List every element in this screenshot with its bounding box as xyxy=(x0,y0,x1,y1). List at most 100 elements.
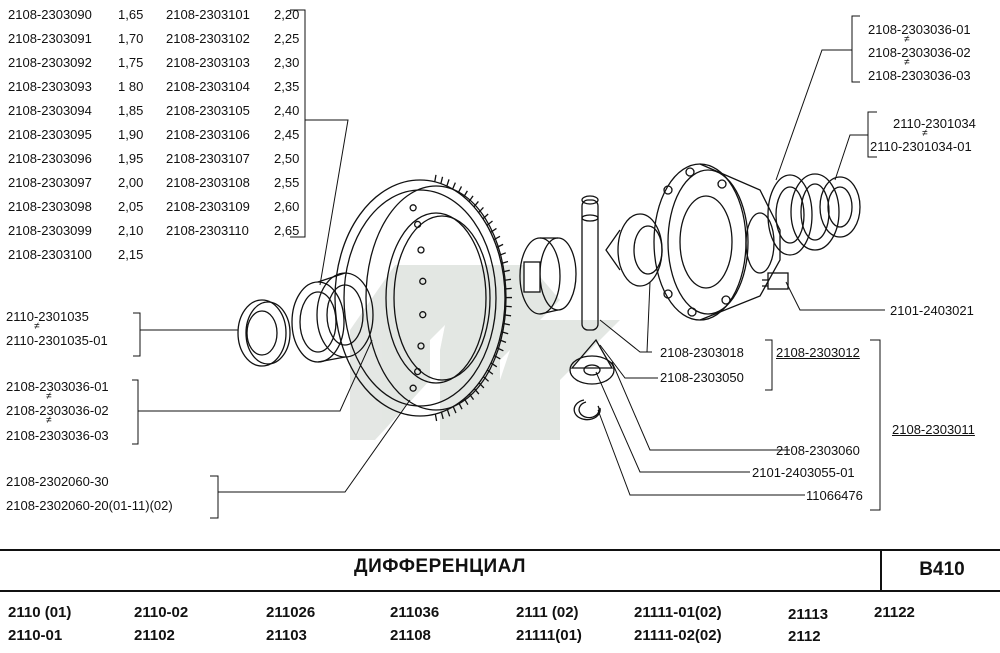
satellite-gear-lower xyxy=(569,338,615,385)
gear-tooth xyxy=(452,406,457,414)
side-gear-left xyxy=(519,237,577,315)
vehicle-model: 211026 xyxy=(266,604,316,621)
gear-tooth xyxy=(502,269,510,273)
gear-tooth xyxy=(440,176,444,184)
axle-gear-label: 2108-2303050 xyxy=(660,370,744,385)
shim-part-number: 2108-2303100 xyxy=(8,247,92,262)
vehicle-model: 211036 xyxy=(390,604,440,621)
shim-part-number: 2108-2303109 xyxy=(166,199,250,214)
vehicle-model: 2112 xyxy=(788,628,821,645)
shim-thickness: 2,15 xyxy=(118,247,144,262)
bolt-label: 2101-2403021 xyxy=(890,303,974,318)
shim-part-number: 2108-2303105 xyxy=(166,103,250,118)
right-bearing-label-1: 2108-2303036-01 xyxy=(868,22,971,37)
gear-tooth xyxy=(434,174,437,182)
footer-top-rule xyxy=(0,549,1000,551)
shim-thickness: 1 80 xyxy=(118,79,144,94)
neq-symbol: ≠ xyxy=(904,34,910,45)
shim-part-number: 2108-2303094 xyxy=(8,103,92,118)
vehicle-model: 21113 xyxy=(788,606,829,623)
gear-bolt-hole xyxy=(419,311,427,319)
neq-symbol: ≠ xyxy=(46,391,52,402)
gear-tooth xyxy=(463,190,468,198)
shim-thickness: 1,75 xyxy=(118,55,144,70)
right-seal-label-2: 2110-2301034-01 xyxy=(870,139,972,154)
gear-tooth xyxy=(473,200,479,208)
vehicle-model: 21111(01) xyxy=(516,627,582,644)
left-oil-seal xyxy=(237,299,291,367)
gear-tooth xyxy=(482,376,490,382)
gear-tooth xyxy=(490,227,497,233)
shim-part-number: 2108-2303108 xyxy=(166,175,250,190)
gear-bolt-hole xyxy=(413,367,422,376)
washer-label: 2101-2403055-01 xyxy=(752,465,855,480)
gear-tooth xyxy=(457,186,463,193)
right-bearing xyxy=(767,173,840,256)
gear-tooth xyxy=(502,322,510,326)
gear-label-1: 2108-2302060-30 xyxy=(6,474,109,489)
shim-thickness: 1,90 xyxy=(118,127,144,142)
leader-lines xyxy=(132,9,885,519)
gear-tooth xyxy=(501,331,509,335)
right-bearing-label-2: 2108-2303036-02 xyxy=(868,45,971,60)
right-oil-seal xyxy=(819,176,861,238)
vehicle-model: 2110 (01) xyxy=(8,604,72,621)
shim-part-number: 2108-2303099 xyxy=(8,223,92,238)
axle-label: 2108-2303018 xyxy=(660,345,744,360)
gear-tooth xyxy=(452,182,456,190)
left-bearing-label-1: 2108-2303036-01 xyxy=(6,379,109,394)
gear-bolt-hole xyxy=(417,342,425,350)
gear-tooth xyxy=(458,402,463,410)
gear-tooth xyxy=(496,347,504,352)
gear-tooth xyxy=(463,398,469,406)
shim-part-number: 2108-2303091 xyxy=(8,31,92,46)
shim-thickness: 2,65 xyxy=(274,223,300,238)
gear-tooth xyxy=(504,314,512,317)
vehicle-model: 21111-01(02) xyxy=(634,604,722,621)
shim-part-number: 2108-2303096 xyxy=(8,151,92,166)
left-seal-label-2: 2110-2301035-01 xyxy=(6,333,108,348)
gear-bolt-hole xyxy=(419,277,427,285)
satellite-gear-upper xyxy=(605,213,663,287)
shim-thickness: 1,70 xyxy=(118,31,144,46)
shim-part-number: 2108-2303106 xyxy=(166,127,250,142)
gear-tooth xyxy=(499,252,507,256)
vehicle-model: 21103 xyxy=(266,627,307,644)
footer-bottom-rule xyxy=(0,590,1000,592)
shim-thickness: 2,05 xyxy=(118,199,144,214)
gear-bolt-hole xyxy=(417,246,425,254)
gear-tooth xyxy=(440,412,444,420)
shim-part-number: 2108-2303098 xyxy=(8,199,92,214)
shim-part-number: 2108-2303097 xyxy=(8,175,92,190)
shim-part-number: 2108-2303090 xyxy=(8,7,92,22)
right-seal-label-1: 2110-2301034 xyxy=(893,116,976,131)
bolt xyxy=(762,272,789,290)
neq-symbol: ≠ xyxy=(922,128,928,139)
shim-part-number: 2108-2303093 xyxy=(8,79,92,94)
neq-symbol: ≠ xyxy=(904,57,910,68)
vehicle-model: 21102 xyxy=(134,627,175,644)
gear-tooth xyxy=(473,388,480,395)
shim-thickness: 2,40 xyxy=(274,103,300,118)
gear-tooth xyxy=(468,393,475,401)
vehicle-model: 2110-01 xyxy=(8,627,63,644)
circlip-label: 11066476 xyxy=(806,488,863,503)
ring-gear xyxy=(334,174,513,422)
vehicle-model: 21108 xyxy=(390,627,431,644)
gear-tooth xyxy=(478,207,484,213)
housing-assembly-label: 2108-2303011 xyxy=(892,422,975,437)
diagram-code: B410 xyxy=(880,550,1000,590)
gear-tooth xyxy=(503,278,512,281)
shim-part-number: 2108-2303110 xyxy=(166,223,249,238)
gear-tooth xyxy=(446,179,450,187)
gear-tooth xyxy=(486,369,494,375)
shim-part-number: 2108-2303102 xyxy=(166,31,250,46)
shim-thickness: 1,65 xyxy=(118,7,144,22)
circlip xyxy=(573,399,601,421)
vehicle-model: 21111-02(02) xyxy=(634,627,722,644)
shim-thickness: 2,20 xyxy=(274,7,300,22)
shim-thickness: 2,00 xyxy=(118,175,144,190)
shim-thickness: 1,85 xyxy=(118,103,144,118)
pinion-axle xyxy=(581,195,599,331)
gear-tooth xyxy=(468,195,474,202)
